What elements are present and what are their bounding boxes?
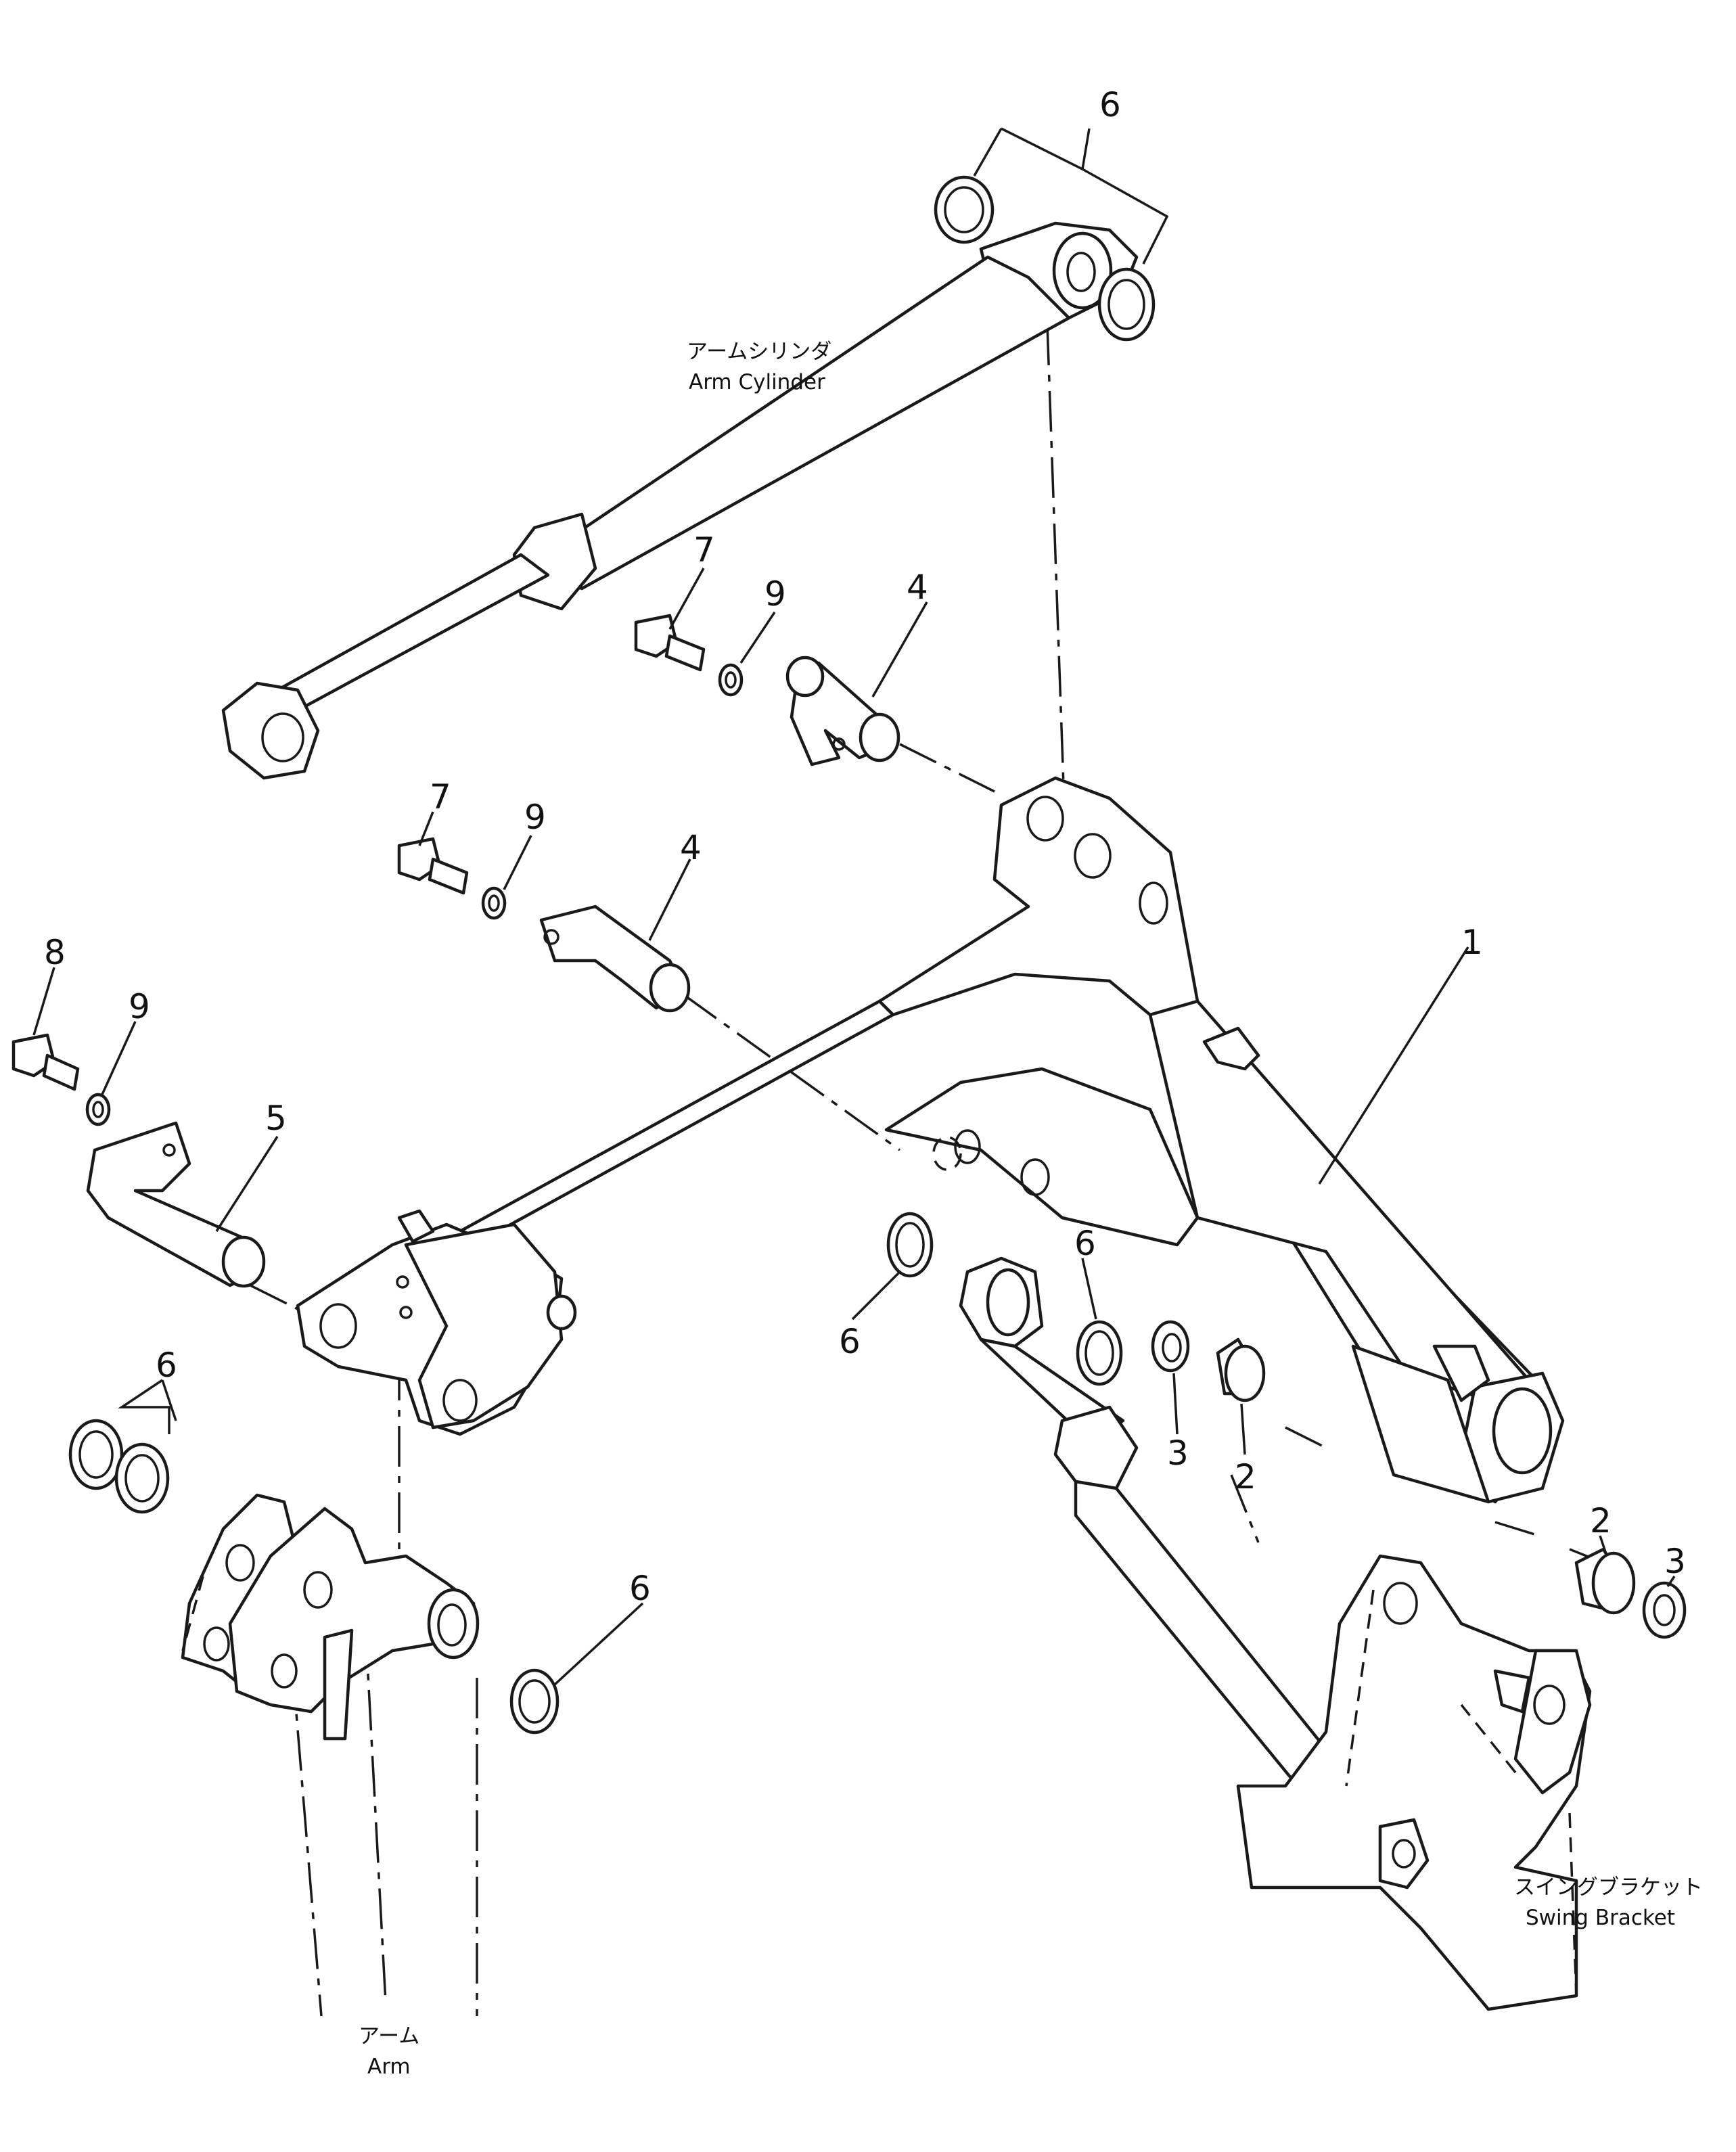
callout-6-center: 6 (839, 1322, 861, 1361)
callout-4-upper: 4 (907, 568, 928, 607)
callout-7-lower: 7 (430, 777, 451, 817)
washer-6-center[interactable] (886, 1212, 934, 1278)
washer-6-top-right[interactable] (1097, 267, 1156, 342)
callout-6-middle: 6 (1074, 1224, 1096, 1263)
callout-9-upper: 9 (764, 574, 786, 614)
callout-numbers: 6 1 4 7 9 4 7 9 8 9 5 6 6 3 2 2 3 6 6 (44, 85, 1686, 1608)
seal-3-right[interactable] (1642, 1581, 1687, 1639)
pin-4-lower[interactable] (539, 905, 691, 1013)
callout-2-middle: 2 (1235, 1457, 1256, 1496)
callout-8: 8 (44, 933, 66, 972)
washer-9-lower[interactable] (481, 886, 507, 920)
bolt-8[interactable] (12, 1033, 80, 1091)
callout-4-lower: 4 (680, 828, 702, 867)
washer-6-middle[interactable] (1076, 1320, 1123, 1386)
leader-lines (32, 127, 1676, 1686)
arm[interactable] (181, 1493, 480, 1741)
washer-9-upper[interactable] (718, 663, 744, 697)
callout-6-arm-left: 6 (156, 1346, 177, 1385)
washer-9-left[interactable] (85, 1093, 111, 1126)
washer-6-arm-right[interactable] (114, 1442, 170, 1514)
pin-5[interactable] (86, 1121, 266, 1288)
boom-foot-bracket[interactable] (296, 1209, 577, 1436)
callout-6-top: 6 (1099, 85, 1121, 124)
bushing-2-middle[interactable] (1216, 1337, 1266, 1402)
callout-2-right: 2 (1590, 1501, 1612, 1540)
washer-6-arm-lower[interactable] (509, 1668, 559, 1735)
arm-label-en: Arm (367, 2055, 411, 2079)
washer-6-top-left[interactable] (934, 175, 995, 244)
bolt-7-lower[interactable] (397, 837, 469, 895)
bolt-7-upper[interactable] (634, 614, 706, 672)
arm-cylinder-label-en: Arm Cylinder (689, 370, 825, 394)
pin-4-upper[interactable] (785, 656, 900, 766)
callout-6-arm-lower: 6 (629, 1569, 651, 1608)
swing-bracket[interactable] (1236, 1554, 1592, 2011)
callout-3-right: 3 (1664, 1542, 1686, 1581)
washer-6-arm-left[interactable] (68, 1419, 124, 1490)
swing-bracket-label-jp: スイングブラケット (1514, 1875, 1703, 1900)
boom[interactable] (458, 776, 1565, 1504)
callout-9-left: 9 (129, 987, 150, 1026)
swing-bracket-label-en: Swing Bracket (1526, 1906, 1675, 1930)
arm-cylinder-label-jp: アームシリンダ (687, 340, 831, 364)
assembly-lines (250, 324, 1604, 2017)
arm-label-jp: アーム (359, 2024, 419, 2048)
bushing-2-right[interactable] (1574, 1547, 1636, 1615)
callout-9-lower: 9 (524, 798, 546, 837)
callout-3-middle: 3 (1167, 1434, 1189, 1473)
seal-3-middle[interactable] (1151, 1320, 1190, 1373)
arm-cylinder[interactable] (221, 221, 1139, 780)
callout-1: 1 (1461, 923, 1483, 962)
callout-5: 5 (265, 1099, 287, 1138)
component-labels: アームシリンダ Arm Cylinder スイングブラケット Swing Bra… (359, 340, 1703, 2079)
callout-7-upper: 7 (693, 530, 715, 570)
